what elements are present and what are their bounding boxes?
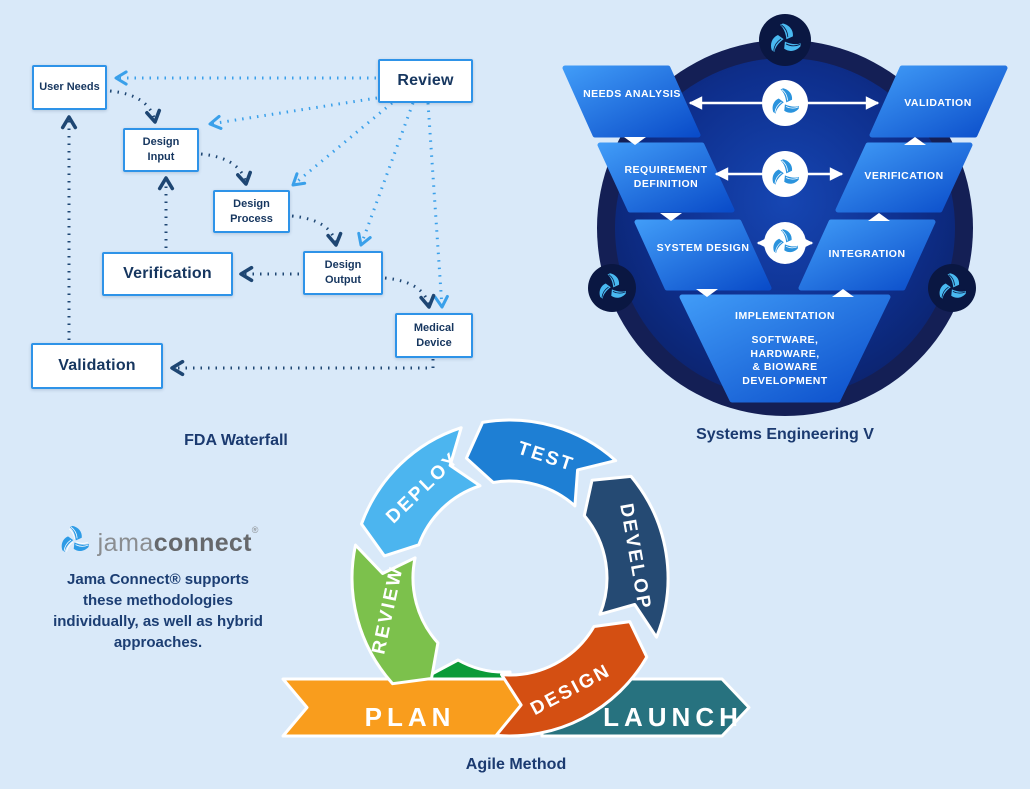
box-design-process-label: Design Process [230,197,273,225]
wordmark-jama-text: jama [97,528,154,557]
review-feedback-arrows [114,70,449,309]
box-review-label: Review [397,72,454,89]
fda-caption: FDA Waterfall [184,432,288,449]
block-requirement-definition [597,142,735,213]
vee-caption: Systems Engineering V [696,426,874,443]
systems-engineering-v-diagram: NEEDS ANALYSIS REQUIREMENT DEFINITION SY… [540,0,1030,460]
label-system-design: SYSTEM DESIGN [656,242,750,254]
box-user-needs: User Needs [32,65,107,110]
block-needs-analysis [562,65,701,138]
box-user-needs-label: User Needs [39,81,100,94]
agile-wheel: TEST DEPLOY DEVELOP REVIEW DESIGN PLAN L… [281,418,751,738]
jama-connect-logo: jamaconnect® [48,524,268,558]
box-design-output: Design Output [303,251,383,295]
segment-test [464,418,618,508]
box-verification-label: Verification [123,265,212,282]
box-design-output-label: Design Output [324,259,362,286]
block-validation [869,65,1008,138]
banner-launch-label: LAUNCH [603,702,743,732]
jama-logo-icon [57,525,91,556]
brand-tagline: Jama Connect® supports these methodologi… [53,571,263,651]
box-design-input: Design Input [123,128,199,172]
agile-caption: Agile Method [465,756,567,773]
fda-arrows [60,70,449,377]
vee-ring-logos [588,14,976,312]
label-verification: VERIFICATION [864,170,944,182]
jama-connect-branding: jamaconnect® Jama Connect® supports thes… [48,524,268,653]
segment-review [350,543,440,686]
wordmark-connect-text: connect [153,528,252,557]
registered-mark: ® [251,524,259,535]
segment-develop [582,474,670,639]
block-integration [798,219,936,291]
box-validation-label: Validation [58,357,136,374]
box-medical-device-label: Medical Device [413,321,455,349]
label-needs-analysis: NEEDS ANALYSIS [583,88,681,100]
fda-waterfall-diagram: User Needs Review Design Input Design Pr… [0,40,500,460]
box-verification: Verification [102,252,233,296]
wordmark-jama: jamaconnect® [98,525,259,558]
label-requirement-definition: REQUIREMENT DEFINITION [624,164,708,190]
block-system-design [634,219,772,291]
label-implementation-sub: SOFTWARE, HARDWARE, & BIOWARE DEVELOPMEN… [742,334,828,387]
block-implementation [679,294,891,403]
label-integration: INTEGRATION [828,248,906,260]
banner-plan-label: PLAN [365,702,456,732]
segment-design [494,620,649,738]
block-verification [835,142,973,213]
flow-triangles [624,137,926,297]
label-validation: VALIDATION [904,97,972,109]
jama-logo-medallion-left [588,264,636,312]
box-medical-device: Medical Device [395,313,473,358]
segment-deploy [360,426,482,558]
agile-method-diagram: TEST DEPLOY DEVELOP REVIEW DESIGN PLAN L… [270,400,770,789]
vee-blocks [562,65,1008,403]
arrow-logo-medallions [762,80,808,264]
waterfall-flow-arrows [60,89,436,377]
box-design-process: Design Process [213,190,290,233]
vee-graphic [562,14,1008,416]
jama-logo-medallion-right [928,264,976,312]
jama-logo-medallion-top [759,14,811,66]
box-design-input-label: Design Input [142,136,180,163]
label-implementation: IMPLEMENTATION [735,310,835,322]
box-validation: Validation [31,343,163,389]
box-review: Review [378,59,473,103]
